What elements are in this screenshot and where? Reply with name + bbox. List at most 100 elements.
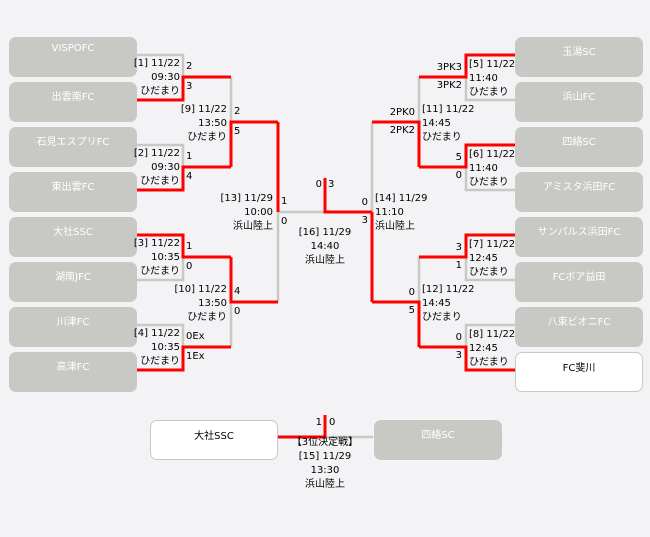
team-box-left[interactable]: VISPOFC [9, 37, 137, 77]
match-venue: ひだまり [140, 266, 180, 277]
score: 0 [361, 197, 368, 208]
team-box-left[interactable]: 川津FC [9, 307, 137, 347]
m5-loser-line [464, 77, 515, 102]
m4-loser-line [137, 323, 185, 347]
match-venue: 浜山陸上 [233, 221, 273, 232]
team-box-left[interactable]: 湖南JFC [9, 262, 137, 302]
m7-winner-line [419, 233, 515, 259]
m4-winner-line [137, 345, 231, 372]
third-place-team-left[interactable]: 大社SSC [150, 420, 278, 460]
match-label: [16] 11/29 [298, 227, 352, 238]
match-venue: ひだまり [140, 176, 180, 187]
m1-winner-line [137, 75, 231, 102]
match-label: [2] 11/22 [133, 148, 180, 159]
score: 2 [234, 106, 241, 117]
score: 2PK0 [389, 107, 415, 118]
score: 0 [234, 306, 241, 317]
m10-winner-line [229, 257, 278, 304]
m2-loser-line [137, 143, 185, 167]
team-box-left[interactable]: 大社SSC [9, 217, 137, 257]
score: 4 [186, 171, 193, 182]
score: 5 [408, 305, 415, 316]
third-place-time: 13:30 [310, 465, 340, 476]
match-venue: ひだまり [469, 177, 509, 188]
score: 3 [186, 81, 193, 92]
match-venue: ひだまり [187, 312, 227, 323]
match-label: [13] 11/29 [220, 193, 273, 204]
match-info-m6: [6] 11/22 11:40 ひだまり [469, 148, 515, 190]
score: 2PK2 [389, 125, 415, 136]
match-info-m4: [4] 11/22 10:35 ひだまり [134, 327, 180, 369]
match-time: 12:45 [469, 343, 498, 354]
match-time: 14:40 [310, 241, 340, 252]
score: 1 [186, 151, 193, 162]
score: 0 [315, 179, 322, 190]
score: 1Ex [186, 351, 205, 362]
team-box-right[interactable]: 玉湯SC [515, 37, 643, 77]
team-box-right[interactable]: サンパルス浜田FC [515, 217, 643, 257]
match-time: 11:40 [469, 73, 498, 84]
match-info-m5: [5] 11/22 11:40 ひだまり [469, 58, 515, 100]
team-box-left[interactable]: 高津FC [9, 352, 137, 392]
m2-winner-line [137, 165, 231, 192]
match-venue: 浜山陸上 [305, 255, 345, 266]
score: 3 [361, 215, 368, 226]
match-label: [10] 11/22 [174, 284, 227, 295]
score: 0 [281, 216, 288, 227]
match-time: 10:35 [151, 252, 180, 263]
match-time: 11:40 [469, 163, 498, 174]
match-time: 10:00 [244, 207, 273, 218]
match-venue: 浜山陸上 [375, 221, 415, 232]
m3-loser-line [137, 257, 185, 282]
m6-loser-line [464, 167, 515, 192]
match-info-m16: [16] 11/29 14:40 浜山陸上 [299, 226, 352, 268]
team-box-left[interactable]: 出雲南FC [9, 82, 137, 122]
score: 3PK2 [436, 80, 462, 91]
match-label: [8] 11/22 [469, 329, 516, 340]
match-label: [11] 11/22 [422, 104, 475, 115]
match-time: 10:35 [151, 342, 180, 353]
m3-winner-line [137, 233, 231, 259]
team-box-right[interactable]: FCボア益田 [515, 262, 643, 302]
match-venue: ひだまり [140, 356, 180, 367]
score: 3 [328, 179, 335, 190]
score: 1 [455, 260, 462, 271]
match-venue: ひだまり [469, 87, 509, 98]
third-place-team-right[interactable]: 四絡SC [374, 420, 502, 460]
score: 0Ex [186, 331, 205, 342]
m5-winner-line [419, 53, 515, 79]
match-label: [6] 11/22 [469, 149, 516, 160]
team-box-right[interactable]: 浜山FC [515, 82, 643, 122]
match-venue: ひだまり [140, 86, 180, 97]
third-place-venue: 浜山陸上 [305, 479, 345, 490]
score: 0 [186, 261, 193, 272]
team-box-right[interactable]: FC斐川 [515, 352, 643, 392]
match-label: [3] 11/22 [133, 238, 180, 249]
team-box-right[interactable]: 四絡SC [515, 127, 643, 167]
team-box-right[interactable]: 八束ビオニFC [515, 307, 643, 347]
match-time: 11:10 [375, 207, 404, 218]
score: 3 [455, 350, 462, 361]
score: 3 [455, 242, 462, 253]
team-box-right[interactable]: アミスタ浜田FC [515, 172, 643, 212]
third-place-title: 【3位決定戦】 [291, 437, 359, 448]
score: 3PK3 [436, 62, 462, 73]
m6-winner-line [419, 143, 515, 169]
score: 2 [186, 61, 193, 72]
m12-winner-line [372, 300, 421, 347]
team-box-left[interactable]: 石見エスプリFC [9, 127, 137, 167]
match-label: [4] 11/22 [133, 328, 180, 339]
score: 0 [329, 417, 336, 428]
team-box-left[interactable]: 東出雲FC [9, 172, 137, 212]
score: 1 [281, 196, 288, 207]
match-label: [12] 11/22 [422, 284, 475, 295]
match-label: [9] 11/22 [180, 104, 227, 115]
match-label: [5] 11/22 [469, 59, 516, 70]
match-time: 13:50 [198, 118, 227, 129]
